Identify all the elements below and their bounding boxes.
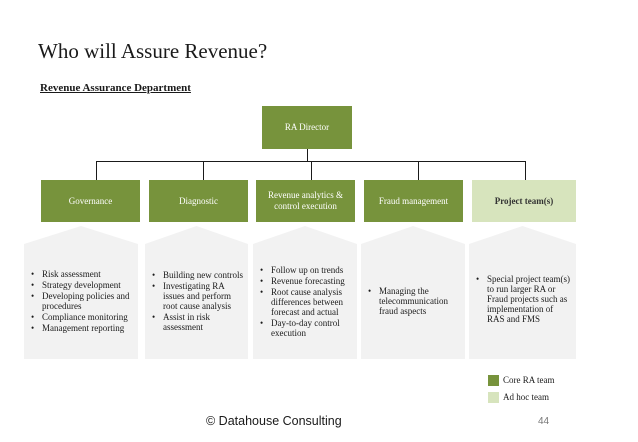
page-number: 44 [538, 416, 550, 427]
bullet-item: Compliance monitoring [31, 312, 134, 322]
unit-label: Fraud management [378, 195, 449, 206]
legend-core-label: Core RA team [503, 375, 555, 385]
legend-adhoc-label: Ad hoc team [503, 392, 549, 402]
connector-governance [96, 161, 97, 180]
bullet-list: Follow up on trends Revenue forecasting … [253, 265, 357, 339]
panel-fraud-management: Managing the telecommunication fraud asp… [361, 226, 465, 359]
ra-director-box: RA Director [262, 106, 352, 149]
connector-revenue-analytics [311, 161, 312, 180]
bullet-item: Follow up on trends [260, 265, 353, 275]
unit-box-revenue-analytics: Revenue analytics & control execution [256, 180, 355, 222]
department-subtitle: Revenue Assurance Department [40, 82, 191, 94]
slide-title: Who will Assure Revenue? [38, 39, 268, 63]
panel-diagnostic: Building new controls Investigating RA i… [145, 226, 248, 359]
connector-project-team [525, 161, 526, 180]
bullet-item: Assist in risk assessment [152, 312, 244, 332]
bullet-item: Managing the telecommunication fraud asp… [368, 286, 461, 316]
director-stem-line [307, 149, 308, 161]
bullet-item: Strategy development [31, 280, 134, 290]
panel-project-team: Special project team(s) to run larger RA… [469, 226, 576, 359]
connector-fraud [418, 161, 419, 180]
unit-label: Revenue analytics & control execution [268, 190, 343, 211]
bullet-item: Day-to-day control execution [260, 318, 353, 338]
unit-box-fraud-management: Fraud management [364, 180, 463, 222]
unit-box-governance: Governance [41, 180, 140, 222]
bullet-list: Special project team(s) to run larger RA… [469, 274, 576, 325]
legend-core-swatch [488, 375, 499, 386]
bullet-list: Building new controls Investigating RA i… [145, 270, 248, 333]
bullet-item: Root cause analysis differences between … [260, 287, 353, 317]
bullet-item: Special project team(s) to run larger RA… [476, 274, 572, 324]
bullet-item: Investigating RA issues and perform root… [152, 281, 244, 311]
bullet-item: Developing policies and procedures [31, 291, 134, 311]
unit-label: Diagnostic [179, 195, 218, 206]
unit-label: Project team(s) [494, 195, 554, 206]
ra-director-label: RA Director [284, 122, 330, 132]
panel-revenue-analytics: Follow up on trends Revenue forecasting … [253, 226, 357, 359]
legend-adhoc-swatch [488, 392, 499, 403]
unit-box-diagnostic: Diagnostic [149, 180, 248, 222]
bullet-item: Risk assessment [31, 269, 134, 279]
connector-diagnostic [203, 161, 204, 180]
unit-box-project-team: Project team(s) [472, 180, 576, 222]
bullet-item: Management reporting [31, 323, 134, 333]
unit-label: Governance [68, 195, 113, 206]
bullet-list: Risk assessment Strategy development Dev… [24, 269, 138, 334]
bullet-item: Building new controls [152, 270, 244, 280]
bullet-item: Revenue forecasting [260, 276, 353, 286]
footer-copyright: © Datahouse Consulting [206, 414, 342, 428]
panel-governance: Risk assessment Strategy development Dev… [24, 226, 138, 359]
bullet-list: Managing the telecommunication fraud asp… [361, 286, 465, 317]
